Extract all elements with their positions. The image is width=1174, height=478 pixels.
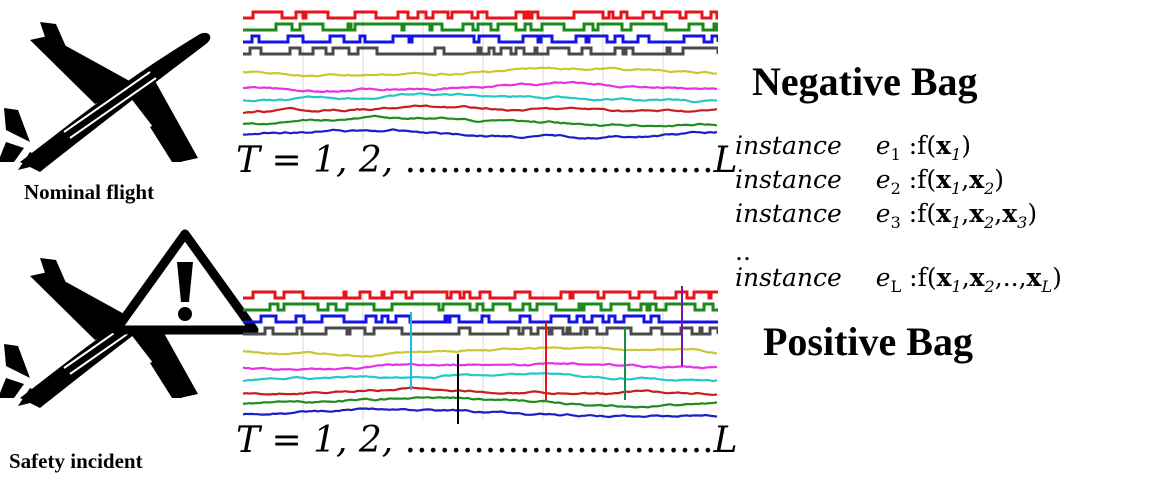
instance-arg: xL [1026, 263, 1053, 296]
discrete-signal-trace [243, 10, 718, 20]
instance-label: e1 [875, 131, 901, 164]
continuous-signal-trace [243, 372, 718, 383]
instance-arg: x1 [936, 165, 962, 198]
instance-label: eL [875, 263, 902, 296]
discrete-signal-trace [243, 302, 718, 312]
instance-word: instance [735, 263, 842, 292]
anomaly-markers [410, 286, 683, 424]
time-axis-top: T = 1, 2, ...........................L [236, 140, 738, 181]
incident-signals-panel [243, 290, 718, 420]
nominal-flight-caption: Nominal flight [24, 180, 155, 204]
instance-word: instance [735, 199, 842, 228]
instance-arg: x2 [969, 165, 995, 198]
instance-arg: x1 [936, 199, 962, 232]
instance-word: instance [735, 165, 842, 194]
instance-label: e2 [875, 165, 901, 198]
time-axis-end: L [713, 140, 738, 181]
instance-word: instance [735, 131, 842, 160]
continuous-signal-trace [243, 92, 718, 104]
discrete-signal-trace [243, 314, 718, 324]
discrete-signal-trace [243, 46, 718, 56]
discrete-signal-trace [243, 326, 718, 336]
time-axis-dots: ........................... [404, 420, 714, 461]
airplane-icon [0, 22, 211, 172]
time-axis-end: L [713, 420, 738, 461]
instance-arg: .. [1002, 263, 1019, 292]
continuous-signal-trace [243, 80, 718, 93]
instance-arg: x3 [1002, 199, 1028, 232]
time-axis-dots: ........................... [404, 140, 714, 181]
instance-function: :f( [901, 263, 937, 292]
instance-function: :f( [900, 165, 937, 194]
continuous-signal-trace [243, 114, 718, 128]
continuous-signal-trace [243, 66, 718, 78]
continuous-signal-trace [243, 396, 718, 409]
instance-function: :f( [900, 131, 937, 160]
instance-label: e3 [875, 199, 901, 232]
instance-arg: x1 [936, 263, 962, 296]
warning-triangle-icon [111, 229, 259, 335]
time-axis-prefix: T = 1, 2, [236, 420, 405, 461]
discrete-signal-trace [243, 290, 718, 300]
time-axis-bottom: T = 1, 2, ...........................L [236, 420, 738, 461]
instance-arg: x2 [969, 263, 995, 296]
continuous-signal-trace [243, 361, 718, 371]
instance-arg: x2 [969, 199, 995, 232]
continuous-signal-trace [243, 128, 718, 140]
positive-bag-title: Positive Bag [763, 319, 973, 364]
instance-arg: x1 [936, 131, 962, 164]
continuous-signal-trace [243, 386, 718, 396]
continuous-signal-trace [243, 407, 718, 419]
instance-row: .. [735, 237, 751, 266]
discrete-signal-trace [243, 22, 718, 32]
negative-bag-title: Negative Bag [752, 59, 978, 104]
discrete-signal-trace [243, 34, 718, 44]
safety-incident-caption: Safety incident [9, 449, 143, 473]
continuous-signal-trace [243, 346, 718, 358]
time-axis-prefix: T = 1, 2, [236, 140, 405, 181]
continuous-signal-trace [243, 104, 718, 115]
nominal-signals-panel [243, 10, 718, 140]
instance-function: :f( [900, 199, 937, 228]
